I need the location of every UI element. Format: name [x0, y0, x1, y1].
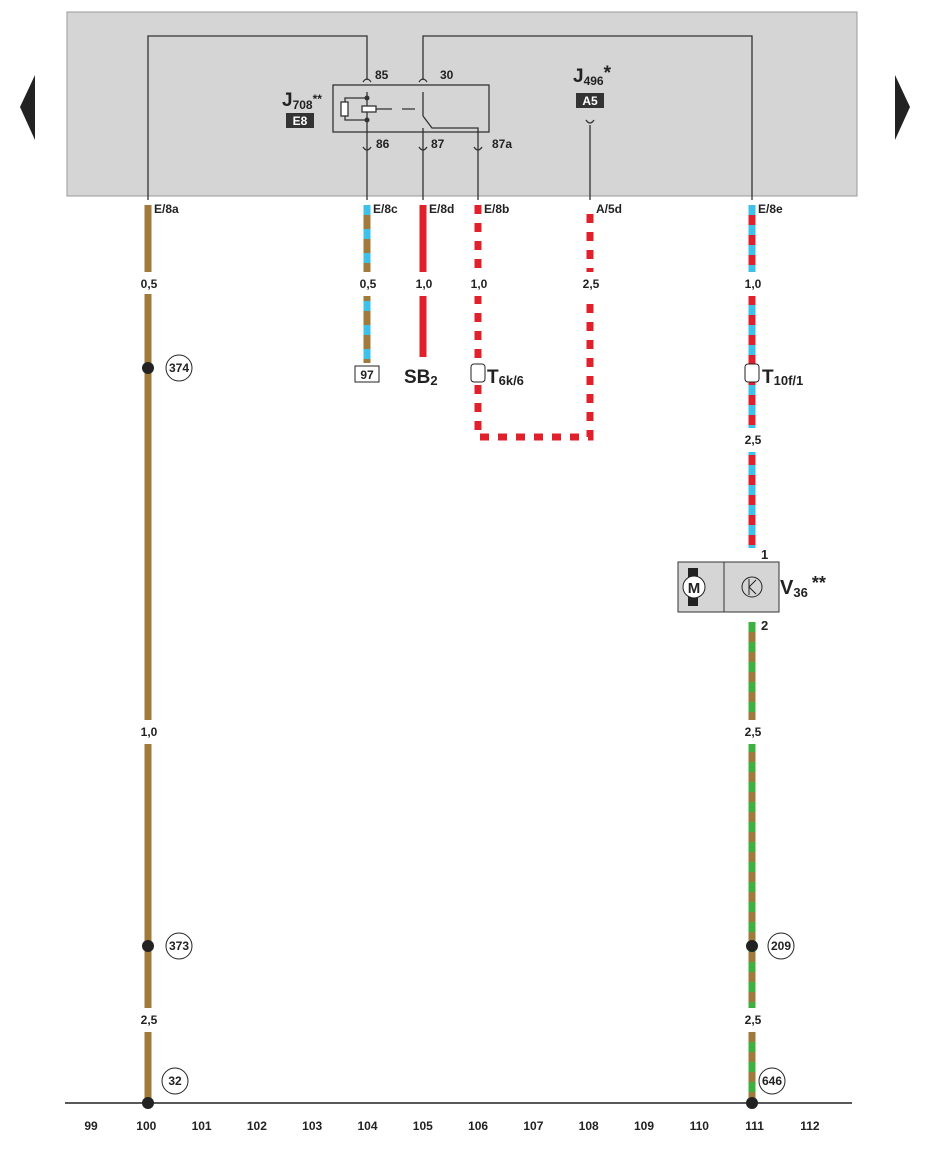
svg-text:374: 374: [169, 361, 189, 375]
track-number: 107: [523, 1119, 543, 1133]
track-number: 108: [579, 1119, 599, 1133]
connector-t10f-label: T10f/1: [762, 367, 803, 388]
svg-text:1,0: 1,0: [416, 277, 433, 291]
conn-e8a: E/8a: [154, 202, 179, 216]
svg-text:2,5: 2,5: [745, 1013, 762, 1027]
track-number: 99: [84, 1119, 98, 1133]
svg-text:2,5: 2,5: [745, 433, 762, 447]
transistor-icon: [741, 576, 763, 598]
track-number: 110: [690, 1119, 710, 1133]
pin-87: 87: [431, 137, 445, 151]
connector-t10f-icon: [744, 363, 760, 383]
track-number: 101: [192, 1119, 212, 1133]
pin-30: 30: [440, 68, 454, 82]
svg-text:V36**: V36**: [780, 573, 826, 600]
relay-location-badge: E8: [293, 114, 308, 128]
fuse-sb2-label: SB2: [404, 367, 438, 388]
svg-text:2: 2: [761, 618, 768, 633]
conn-e8b: E/8b: [484, 202, 509, 216]
control-unit-label: J496*: [573, 63, 612, 88]
track-number: 102: [247, 1119, 267, 1133]
conn-e8d: E/8d: [429, 202, 454, 216]
pin-87a: 87a: [492, 137, 512, 151]
wires: [144, 205, 756, 1103]
track-number: 112: [800, 1119, 820, 1133]
track-number: 105: [413, 1119, 433, 1133]
track-number: 109: [634, 1119, 654, 1133]
svg-text:0,5: 0,5: [141, 277, 158, 291]
conn-e8c: E/8c: [373, 202, 398, 216]
connection-labels: E/8a E/8c E/8d E/8b A/5d E/8e: [154, 202, 783, 216]
track-number: 111: [745, 1119, 764, 1133]
track-number: 100: [136, 1119, 156, 1133]
connector-t6k-icon: [470, 363, 486, 383]
track-number: 103: [302, 1119, 322, 1133]
svg-text:646: 646: [762, 1074, 782, 1088]
svg-text:1: 1: [761, 547, 768, 562]
track-number: 104: [357, 1119, 377, 1133]
motor-v36: M 1 2 V36**: [677, 547, 826, 633]
relay-label: J708**: [282, 90, 322, 112]
svg-text:32: 32: [168, 1074, 182, 1088]
svg-text:1,0: 1,0: [141, 725, 158, 739]
svg-text:0,5: 0,5: [360, 277, 377, 291]
svg-text:2,5: 2,5: [745, 725, 762, 739]
svg-text:373: 373: [169, 939, 189, 953]
control-unit-location-badge: A5: [582, 94, 598, 108]
track-numbers: 99 100 101 102 103 104 105 106 107 108 109 110 111 11…: [84, 1119, 820, 1133]
wire-sizes: 0,5 1,0 2,5 0,5 1,0 1,0 2,5 1,0 2,5 2,5 …: [141, 277, 762, 1027]
ground-points: 374 373 32 209 646: [142, 354, 795, 1095]
pin-86: 86: [376, 137, 390, 151]
svg-text:1,0: 1,0: [471, 277, 488, 291]
previous-page-arrow-icon[interactable]: [20, 75, 35, 140]
svg-text:2,5: 2,5: [141, 1013, 158, 1027]
svg-text:209: 209: [771, 939, 791, 953]
relay-box: [332, 84, 490, 133]
pin-85: 85: [375, 68, 389, 82]
conn-a5d: A/5d: [596, 202, 622, 216]
track-number: 106: [468, 1119, 488, 1133]
wire-red-white-loop: [474, 205, 594, 441]
svg-text:M: M: [688, 580, 701, 597]
motor-icon: [682, 575, 706, 599]
svg-text:1,0: 1,0: [745, 277, 762, 291]
svg-text:97: 97: [360, 368, 374, 382]
fuse-relay-panel: [66, 11, 858, 197]
conn-e8e: E/8e: [758, 202, 783, 216]
connector-t6k-label: T6k/6: [487, 367, 524, 388]
next-page-arrow-icon[interactable]: [895, 75, 910, 140]
panel-internal-wiring: [147, 35, 753, 200]
svg-text:2,5: 2,5: [583, 277, 600, 291]
terminal-97: [354, 365, 380, 383]
